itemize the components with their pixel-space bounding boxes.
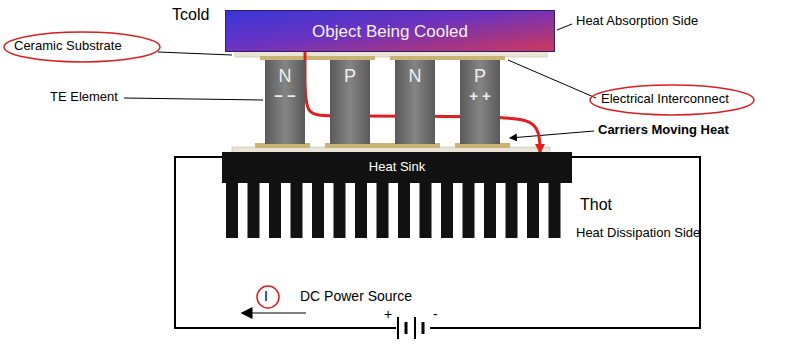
leader-arrow bbox=[510, 131, 594, 138]
node-title: Object Being Cooled bbox=[312, 22, 468, 42]
heat-sink-fin bbox=[334, 182, 346, 238]
heat-sink-fin bbox=[463, 182, 475, 238]
heat-sink-fin bbox=[506, 182, 518, 238]
leader-line bbox=[557, 24, 572, 30]
heat-sink-fin bbox=[420, 182, 432, 238]
node-title: P bbox=[474, 66, 486, 87]
node-title: Heat Sink bbox=[369, 160, 425, 175]
te-element: P+ + bbox=[460, 60, 500, 144]
charge-carriers: − − bbox=[274, 87, 296, 104]
leader-line bbox=[158, 52, 232, 55]
annotation-circle bbox=[257, 286, 279, 308]
heat-flow-arrow bbox=[305, 52, 540, 152]
charge-carriers: + + bbox=[469, 87, 491, 104]
annotation-circle bbox=[590, 85, 754, 115]
object-box: Object Being Cooled bbox=[225, 10, 555, 52]
leader-line bbox=[508, 60, 596, 98]
heat-sink-fin bbox=[527, 182, 539, 238]
te-element: N bbox=[395, 60, 435, 144]
temperature-label: Thot bbox=[580, 196, 612, 214]
heat-sink-fin bbox=[441, 182, 453, 238]
heat-sink-fin bbox=[248, 182, 260, 238]
polarity-sign: - bbox=[433, 306, 438, 322]
heat-sink: Heat Sink bbox=[222, 152, 572, 183]
heat-sink-fin bbox=[269, 182, 281, 238]
heat-sink-fin bbox=[226, 182, 238, 238]
heat-sink-fin bbox=[398, 182, 410, 238]
te-element: N− − bbox=[265, 60, 305, 144]
side-label: Heat Dissipation Side bbox=[576, 226, 700, 241]
heat-sink-fin bbox=[549, 182, 561, 238]
part-label: DC Power Source bbox=[300, 288, 412, 304]
heat-sink-fin bbox=[484, 182, 496, 238]
heat-sink-fin bbox=[377, 182, 389, 238]
current-arrow bbox=[242, 312, 306, 314]
polarity-sign: + bbox=[384, 306, 392, 322]
side-label: Heat Absorption Side bbox=[576, 14, 698, 29]
node-title: P bbox=[344, 66, 356, 87]
part-label: Carriers Moving Heat bbox=[598, 123, 729, 138]
battery-symbol bbox=[398, 317, 430, 339]
part-label: Electrical Interconnect bbox=[601, 92, 729, 107]
leader-line bbox=[124, 98, 263, 100]
current-symbol: I bbox=[264, 288, 268, 304]
heat-sink-fin bbox=[312, 182, 324, 238]
part-label: TE Element bbox=[50, 90, 118, 105]
heat-sink-fin bbox=[355, 182, 367, 238]
node-title: N bbox=[409, 66, 422, 87]
te-element: P bbox=[330, 60, 370, 144]
temperature-label: Tcold bbox=[172, 6, 209, 24]
node-title: N bbox=[279, 66, 292, 87]
annotation-circle bbox=[4, 32, 160, 62]
heat-sink-fin bbox=[291, 182, 303, 238]
heat-sink-fins bbox=[226, 182, 561, 238]
part-label: Ceramic Substrate bbox=[14, 39, 122, 54]
